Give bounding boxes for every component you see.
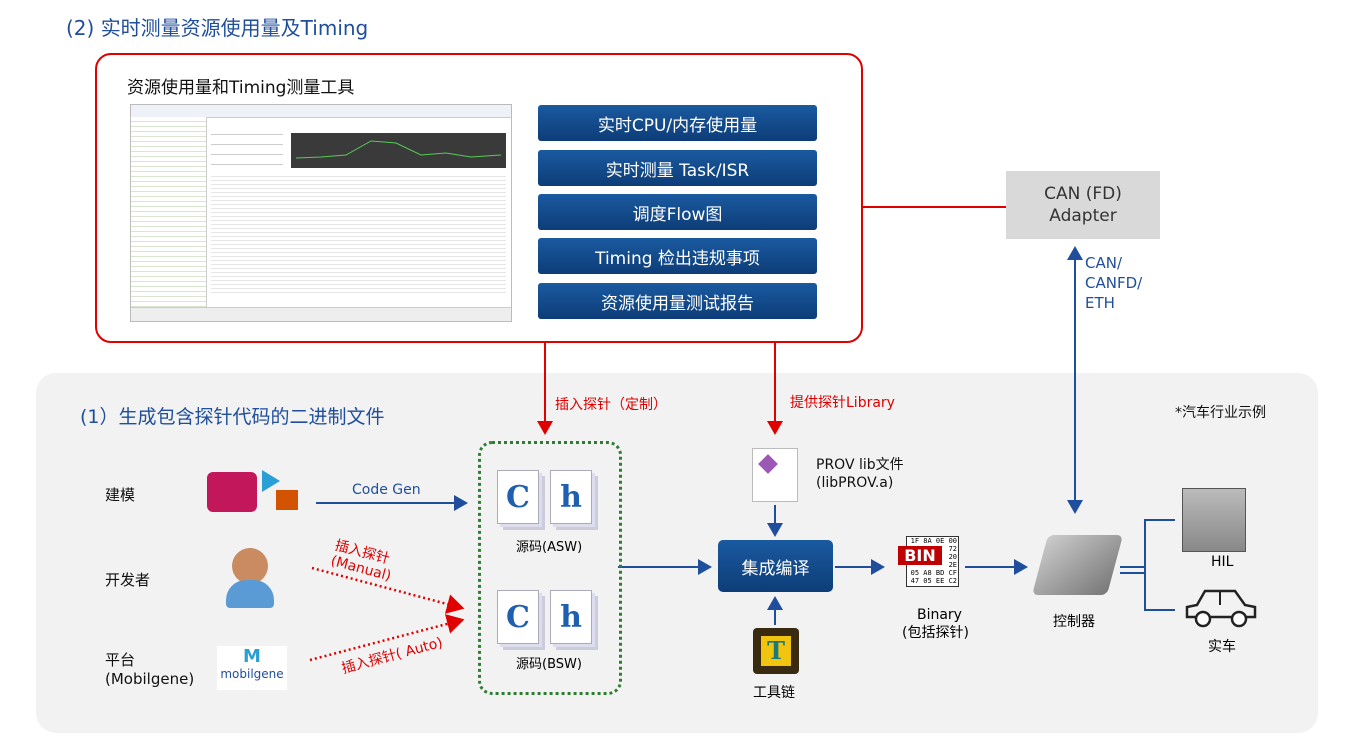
binary-line1: Binary bbox=[916, 607, 962, 623]
prov-line2: (libPROV.a) bbox=[816, 475, 894, 491]
hil-label: HIL bbox=[1211, 554, 1234, 570]
code-gen-label: Code Gen bbox=[352, 482, 421, 498]
developer-icon bbox=[232, 548, 268, 584]
panel-heading: (1）生成包含探针代码的二进制文件 bbox=[80, 406, 385, 428]
hil-icon bbox=[1182, 488, 1246, 552]
tool-box-title: 资源使用量和Timing测量工具 bbox=[127, 78, 355, 98]
tool-screenshot bbox=[130, 104, 512, 322]
controller-label: 控制器 bbox=[1053, 614, 1095, 630]
h-file-icon: h bbox=[550, 590, 592, 644]
prov-lib-icon bbox=[752, 448, 798, 502]
hex-row: 1F 8A 0E 00 bbox=[910, 537, 957, 545]
developer-body-icon bbox=[226, 580, 274, 608]
block-icon bbox=[276, 490, 298, 510]
hex-row: 47 05 EE C2 bbox=[910, 577, 957, 585]
asw-label: 源码(ASW) bbox=[516, 540, 583, 555]
platform-label: 平台(Mobilgene) bbox=[105, 651, 194, 689]
can-adapter: CAN (FD)Adapter bbox=[1006, 171, 1160, 239]
panel-note: *汽车行业示例 bbox=[1175, 405, 1266, 421]
bsw-label: 源码(BSW) bbox=[516, 657, 582, 672]
car-icon bbox=[1185, 589, 1257, 628]
can-adapter-line1: CAN (FD) bbox=[1044, 184, 1122, 204]
toolchain-label: 工具链 bbox=[753, 685, 795, 701]
toolchain-icon: T bbox=[753, 628, 799, 674]
feature-report: 资源使用量测试报告 bbox=[538, 283, 817, 319]
feature-timing-violation: Timing 检出违规事项 bbox=[538, 238, 817, 274]
feature-cpu-memory: 实时CPU/内存使用量 bbox=[538, 105, 817, 141]
probe-library-label: 提供探针Library bbox=[790, 395, 895, 411]
h-file-icon: h bbox=[550, 470, 592, 524]
can-adapter-line2: Adapter bbox=[1049, 206, 1117, 226]
feature-flow-chart: 调度Flow图 bbox=[538, 194, 817, 230]
page-title: (2) 实时测量资源使用量及Timing bbox=[66, 16, 369, 40]
platform-1: 平台 bbox=[105, 651, 136, 669]
hex-row: 2E bbox=[948, 561, 957, 569]
tool-box bbox=[95, 53, 863, 343]
modeling-label: 建模 bbox=[105, 486, 136, 504]
prov-line1: PROV lib文件 bbox=[816, 457, 904, 473]
developer-label: 开发者 bbox=[105, 571, 151, 589]
mobilgene-logo-text: mobilgene bbox=[220, 667, 284, 681]
can-link-label: CAN/CANFD/ETH bbox=[1085, 253, 1142, 313]
hex-row: 20 bbox=[948, 553, 957, 561]
probe-custom-label: 插入探针（定制） bbox=[555, 397, 667, 413]
play-icon bbox=[262, 470, 280, 492]
can-link-1: CAN/ bbox=[1085, 254, 1123, 272]
bin-badge: BIN bbox=[898, 546, 942, 565]
modeling-icon bbox=[207, 472, 257, 512]
compile-box: 集成编译 bbox=[718, 540, 833, 592]
can-link-3: ETH bbox=[1085, 294, 1115, 312]
platform-2: (Mobilgene) bbox=[105, 670, 195, 688]
can-link-2: CANFD/ bbox=[1085, 274, 1143, 292]
source-code-box bbox=[478, 441, 622, 695]
hex-row: 05 A8 BD CF bbox=[910, 569, 957, 577]
car-label: 实车 bbox=[1208, 639, 1236, 655]
binary-line2: (包括探针) bbox=[902, 625, 969, 641]
prov-lib-label: PROV lib文件 (libPROV.a) bbox=[816, 456, 904, 492]
hex-row: 72 bbox=[948, 545, 957, 553]
feature-task-isr: 实时测量 Task/ISR bbox=[538, 150, 817, 186]
binary-label: Binary (包括探针) bbox=[902, 606, 969, 642]
c-file-icon: C bbox=[497, 470, 539, 524]
c-file-icon: C bbox=[497, 590, 539, 644]
